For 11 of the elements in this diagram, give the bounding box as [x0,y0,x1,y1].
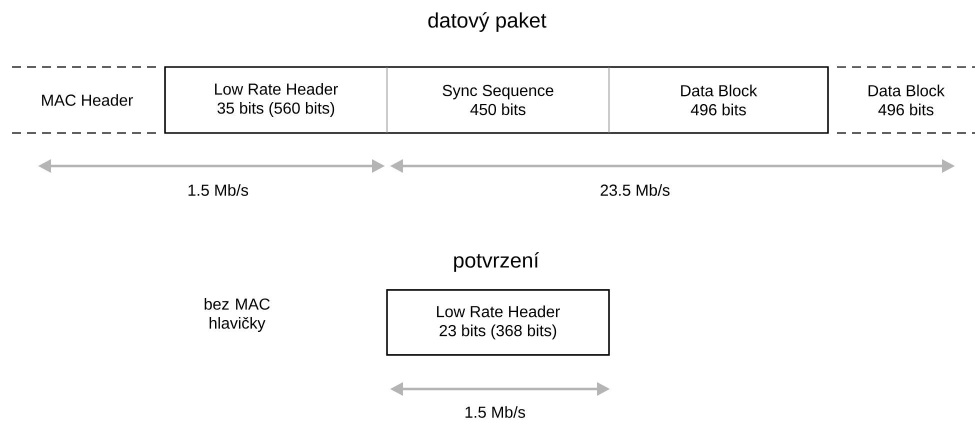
packet-field: Data Block 496 bits [837,66,975,134]
rate-label: 1.5 Mb/s [188,184,248,196]
rate-label: 1.5 Mb/s [466,406,526,418]
packet-field: Data Block 496 bits [681,84,758,116]
packet-field: Sync Sequence 450 bits [442,84,554,116]
packet-field: Low Rate Header 35 bits (560 bits) [215,83,338,117]
title: datový paket [428,12,546,32]
packet-box: Low Rate Header 23 bits (368 bits) [386,289,610,356]
packet-field: MAC Header [12,66,162,134]
note: bez MAC hlavičky [204,298,270,332]
rate-label: 23.5 Mb/s [600,184,670,196]
